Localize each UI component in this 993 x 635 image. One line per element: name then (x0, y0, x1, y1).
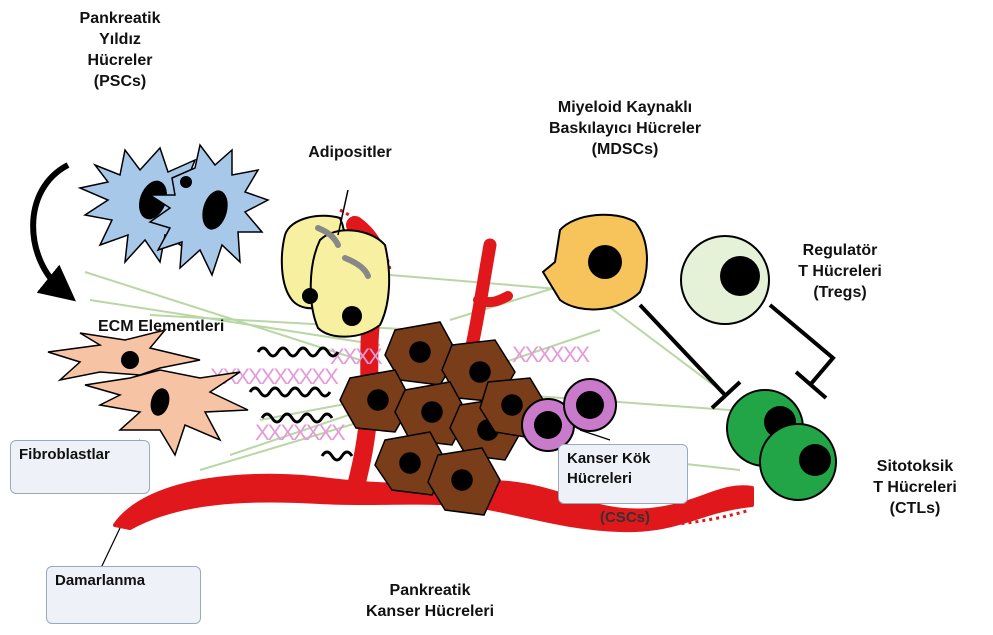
treg-nucleus (720, 256, 760, 296)
label-ecm-elements: ECM Elementleri (98, 316, 278, 337)
adipocyte-nucleus (302, 288, 318, 304)
adipocytes (282, 190, 389, 337)
fibroblasts (48, 330, 248, 455)
mdsc-nucleus (588, 245, 622, 279)
label-mdscs: Miyeloid Kaynaklı Baskılayıcı Hücreler (… (515, 97, 735, 160)
label-tregs: Regulatör T Hücreleri (Tregs) (780, 240, 900, 303)
fibroblasts-box: Fibroblastlar (10, 440, 150, 494)
label-adipocytes: Adipositler (290, 142, 410, 163)
inhibition-arrow-icon (770, 305, 833, 398)
label-pancreatic-cancer-cells: Pankreatik Kanser Hücreleri (340, 580, 520, 622)
cancer-stem-cells-box: Kanser Kök Hücreleri (558, 444, 688, 504)
curved-arrow-icon (33, 165, 68, 290)
label-cytotoxic-t-cells: Sitotoksik T Hücreleri (CTLs) (855, 456, 975, 519)
csc-nucleus (534, 411, 562, 439)
adipocyte-nucleus (342, 306, 362, 326)
pancreatic-stellate-cells (80, 145, 268, 275)
label-pancreatic-stellate-cells: Pankreatik Yıldız Hücreler (PSCs) (60, 8, 180, 92)
fibroblast-nucleus (121, 351, 139, 369)
psc-dot (180, 176, 192, 188)
ctl-nucleus (799, 444, 831, 476)
svg-text:XXXXXXX: XXXXXXX (255, 420, 346, 445)
label-cscs: (CSCs) (585, 507, 665, 528)
svg-text:XXXXXX: XXXXXX (512, 342, 590, 367)
svg-text:XXXX: XXXX (330, 344, 383, 369)
vasculature-box: Damarlanma (46, 566, 201, 624)
cytotoxic-t-cells (727, 390, 836, 500)
csc-nucleus (576, 391, 604, 419)
